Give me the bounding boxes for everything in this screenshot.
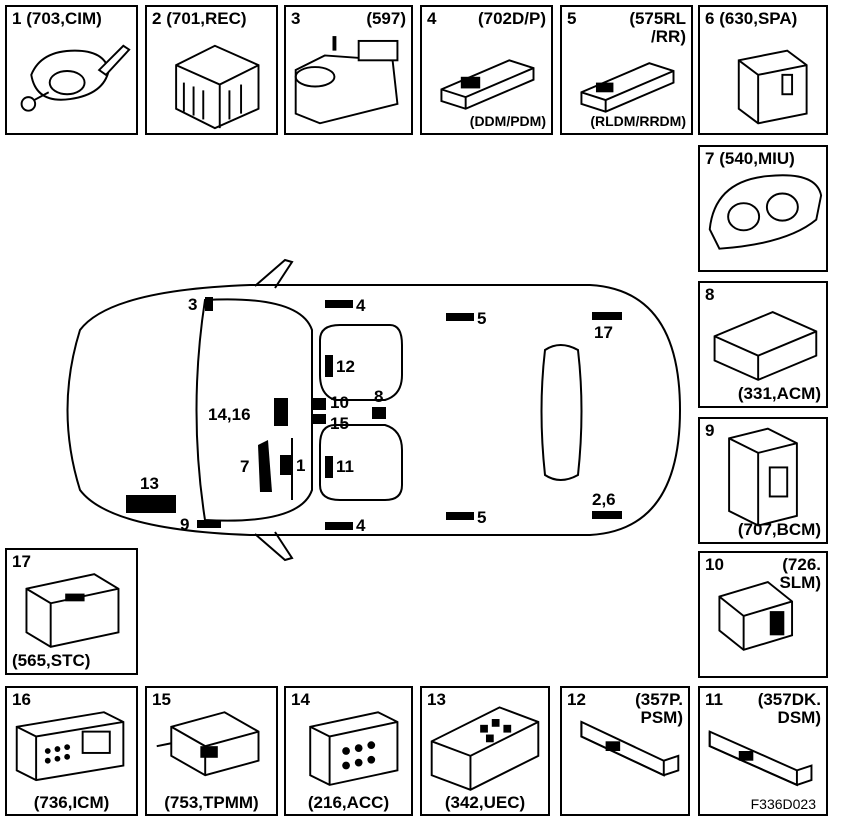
callout-4-bottom: 4 (356, 516, 366, 535)
tpmm-illustration (156, 711, 260, 777)
module-4-code: (702D/P) (477, 9, 546, 28)
callout-4-top: 4 (356, 296, 366, 315)
module-10-code-2: SLM) (779, 573, 821, 592)
module-14-number: 14 (291, 690, 310, 709)
module-box-17: 17 (565,STC) (5, 548, 138, 675)
door-module-illustration (440, 59, 535, 110)
module-5-code-2: /RR) (651, 27, 686, 46)
module-13-code: (342,UEC) (444, 793, 526, 812)
module-6-code: (630,SPA) (719, 9, 798, 28)
module-4-number: 4 (427, 9, 437, 28)
cim-illustration (20, 44, 131, 112)
miu-illustration (708, 174, 823, 250)
callout-1: 1 (296, 456, 306, 475)
callout-14-16: 14,16 (208, 405, 251, 424)
module-9-code: (707,BCM) (737, 520, 821, 539)
slm-illustration (718, 580, 794, 651)
icm-illustration (15, 711, 125, 782)
callout-13: 13 (140, 474, 159, 493)
module-11-number: 11 (705, 690, 723, 709)
callout-7: 7 (240, 457, 250, 476)
module-box-15: 15 (753,TPMM) (145, 686, 278, 816)
module-12-code: (357P. (635, 690, 683, 709)
module-16-number: 16 (12, 690, 31, 709)
module-box-5: 5 (575RL/RR) (RLDM/RRDM) (560, 5, 693, 135)
module-box-3: 3 (597) (284, 5, 413, 135)
rear-door-module-illustration (580, 62, 675, 113)
module-17-number: 17 (12, 552, 31, 571)
module-box-14: 14 (216,ACC) (284, 686, 413, 816)
module-6-number: 6 (705, 9, 715, 28)
module-17-code: (565,STC) (12, 651, 91, 670)
callout-15: 15 (330, 414, 349, 433)
module-box-16: 16 (736,ICM) (5, 686, 138, 816)
module-9-number: 9 (705, 421, 715, 440)
module-15-code: (753,TPMM) (164, 793, 259, 812)
module-5-number: 5 (567, 9, 577, 28)
module-3-number: 3 (291, 9, 301, 28)
module-11-code: (357DK. (757, 690, 821, 709)
module-box-1: 1 (703,CIM) (5, 5, 138, 135)
module-box-4: 4 (702D/P) (DDM/PDM) (420, 5, 553, 135)
callout-3: 3 (188, 295, 198, 314)
module-1-code: (703,CIM) (26, 9, 102, 28)
module-13-number: 13 (427, 690, 446, 709)
module-box-10: 10 (726.SLM) (698, 551, 828, 678)
module-16-code: (736,ICM) (33, 793, 110, 812)
module-15-number: 15 (152, 690, 171, 709)
module-14-code: (216,ACC) (307, 793, 390, 812)
callout-17: 17 (594, 323, 613, 342)
module-box-11: 11 (357DK.DSM) (698, 686, 828, 816)
module-box-2: 2 (701,REC) (145, 5, 278, 135)
callout-11: 11 (336, 457, 354, 476)
module-8-number: 8 (705, 285, 715, 304)
bcm-illustration (728, 427, 798, 527)
module-7-number: 7 (705, 149, 715, 168)
module-12-code-2: PSM) (640, 708, 684, 727)
figure-id: F336D023 (750, 796, 816, 812)
rec-illustration (175, 44, 260, 130)
module-box-12: 12 (357P.PSM) (560, 686, 690, 816)
module-12-number: 12 (567, 690, 586, 709)
module-7-code: (540,MIU) (719, 149, 795, 168)
module-4-sub: (DDM/PDM) (469, 113, 546, 129)
module-5-code: (575RL (629, 9, 686, 28)
callout-5-top: 5 (477, 309, 487, 328)
module-11-code-2: DSM) (777, 708, 821, 727)
callout-12: 12 (336, 357, 355, 376)
module-5-sub: (RLDM/RRDM) (590, 113, 686, 129)
module-10-number: 10 (705, 555, 724, 574)
spa-illustration (737, 49, 808, 125)
module-1-number: 1 (12, 9, 22, 28)
psm-illustration (580, 720, 680, 777)
module-box-9: 9 (707,BCM) (698, 417, 828, 544)
module-2-code: (701,REC) (166, 9, 247, 28)
module-8-code: (331,ACM) (737, 384, 821, 403)
module-box-13: 13 (342,UEC) (420, 686, 550, 816)
stc-illustration (25, 573, 120, 648)
module-box-8: 8 (331,ACM) (698, 281, 828, 408)
callout-5-bottom: 5 (477, 508, 487, 527)
callout-10: 10 (330, 393, 349, 412)
heater-illustration (294, 36, 399, 125)
module-2-number: 2 (152, 9, 162, 28)
module-3-code: (597) (366, 9, 406, 28)
callout-9: 9 (180, 515, 190, 534)
acc-illustration (309, 711, 399, 786)
uec-illustration (430, 706, 540, 791)
module-box-7: 7 (540,MIU) (698, 145, 828, 272)
callout-2-6: 2,6 (592, 490, 616, 509)
dsm-illustration (708, 730, 813, 787)
module-box-6: 6 (630,SPA) (698, 5, 828, 135)
callout-8: 8 (374, 387, 384, 406)
acm-illustration (713, 311, 818, 381)
module-10-code: (726. (782, 555, 821, 574)
